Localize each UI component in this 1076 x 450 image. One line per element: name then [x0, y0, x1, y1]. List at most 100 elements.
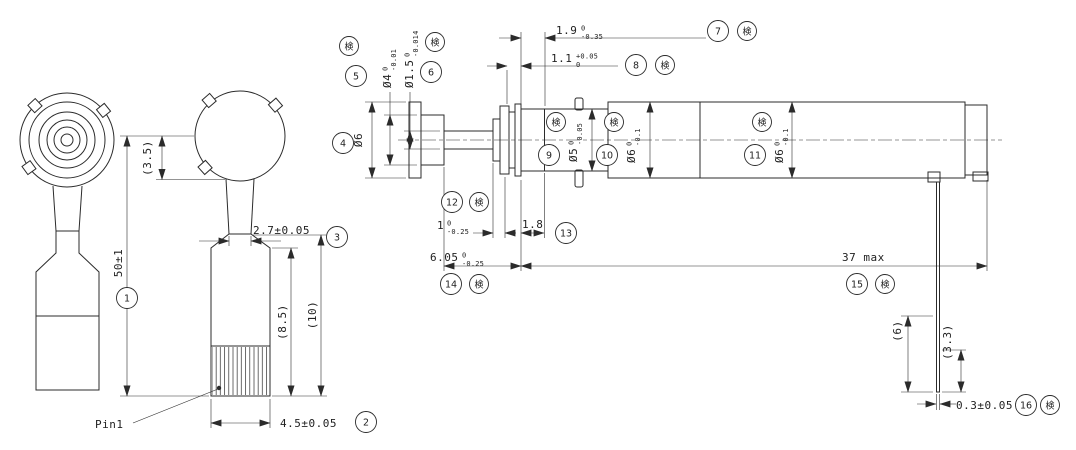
dim-dia6-a: Ø6 0 -0.1: [625, 128, 642, 163]
dim-1: 1 0 -0.25: [437, 219, 469, 236]
dimension-lines-middle: (3.5) 50±1 2.7±0.05 (8.5) (10) 4.5±0.05 …: [95, 135, 337, 431]
ref-3_3: (3.3): [941, 324, 954, 360]
assembly-view: [408, 97, 989, 393]
balloon-16: 16: [1015, 394, 1037, 416]
terminal-bracket: [927, 171, 941, 183]
svg-text:14: 14: [445, 280, 457, 291]
dim-dia1_5: Ø1.5 0 -0.014: [403, 31, 420, 89]
dim-1_1: 1.1 +0.05 0: [551, 52, 598, 69]
lock-tab: [197, 159, 213, 176]
ref-6: (6): [891, 320, 904, 341]
ref-10: (10): [306, 301, 319, 330]
dim-dia6-body: Ø6: [352, 133, 365, 147]
lock-tab: [95, 102, 112, 119]
svg-text:1.1: 1.1: [551, 52, 572, 65]
svg-text:検: 検: [757, 117, 766, 129]
svg-text:Ø6: Ø6: [625, 149, 638, 163]
svg-text:0: 0: [447, 220, 451, 228]
ref-3_5: (3.5): [141, 140, 154, 176]
svg-text:0: 0: [581, 25, 585, 33]
dim-dia4: Ø4 0 -0.01: [381, 49, 398, 88]
svg-text:検: 検: [742, 26, 751, 38]
svg-text:1.9: 1.9: [556, 24, 577, 37]
svg-text:0: 0: [568, 141, 576, 145]
svg-text:Ø6: Ø6: [773, 149, 786, 163]
lock-tab: [201, 92, 217, 109]
svg-text:13: 13: [560, 229, 572, 240]
inspection-balloon-9: 検: [546, 112, 566, 132]
dim-1_9: 1.9 0 -0.35: [556, 24, 603, 41]
balloon-1: 1: [116, 287, 138, 309]
front-view: [19, 92, 115, 391]
pin1-label: Pin1: [95, 418, 124, 431]
inspection-balloon-7: 検: [737, 21, 757, 41]
svg-text:0: 0: [626, 142, 634, 146]
svg-text:6: 6: [428, 68, 434, 79]
balloon-5: 5: [345, 65, 367, 87]
dim-1_8: 1.8: [522, 218, 543, 231]
svg-text:1: 1: [437, 219, 444, 232]
svg-text:Ø4: Ø4: [381, 74, 394, 88]
inspection-balloon-16: 検: [1040, 395, 1060, 415]
svg-text:検: 検: [474, 279, 483, 291]
balloon-2: 2: [355, 411, 377, 433]
svg-text:-0.05: -0.05: [576, 123, 584, 145]
svg-text:検: 検: [1045, 400, 1054, 412]
svg-text:検: 検: [880, 279, 889, 291]
svg-text:8: 8: [633, 61, 639, 72]
inspection-balloon-10: 検: [604, 112, 624, 132]
svg-text:検: 検: [474, 197, 483, 209]
svg-text:0: 0: [774, 142, 782, 146]
lock-tab: [267, 97, 284, 113]
svg-text:-0.1: -0.1: [634, 128, 642, 146]
side-pin-bottom: [574, 169, 584, 188]
svg-text:検: 検: [609, 117, 618, 129]
svg-text:0: 0: [462, 252, 466, 260]
inspection-balloon-11: 検: [752, 112, 772, 132]
balloon-14: 14: [440, 273, 462, 295]
balloons: 1 2 3 4 5 検 6 検 7 検 8 検 9 検 10 検 11 検 12…: [116, 20, 1060, 433]
terminal-pin: [936, 181, 940, 393]
inspection-balloon-6: 検: [425, 32, 445, 52]
svg-text:12: 12: [446, 198, 458, 209]
lock-tab: [27, 97, 43, 114]
balloon-10: 10: [596, 144, 618, 166]
pin-contact-hatch: [212, 347, 269, 395]
svg-text:4: 4: [340, 139, 346, 150]
dim-2_7: 2.7±0.05: [253, 224, 310, 237]
balloon-8: 8: [625, 54, 647, 76]
balloon-11: 11: [744, 144, 766, 166]
dim-4_5: 4.5±0.05: [280, 417, 337, 430]
svg-text:6.05: 6.05: [430, 251, 459, 264]
dim-37max: 37 max: [842, 251, 885, 264]
inspection-balloon-5: 検: [339, 36, 359, 56]
dim-6_05: 6.05 0 -0.25: [430, 251, 484, 268]
svg-text:2: 2: [363, 418, 369, 429]
svg-text:1: 1: [124, 294, 130, 305]
balloon-7: 7: [707, 20, 729, 42]
svg-text:検: 検: [660, 60, 669, 72]
leader-dot: [216, 385, 222, 391]
svg-text:-0.1: -0.1: [782, 128, 790, 146]
svg-text:11: 11: [749, 151, 761, 162]
side-view: [194, 90, 286, 397]
svg-text:検: 検: [551, 117, 560, 129]
svg-text:-0.01: -0.01: [390, 49, 398, 71]
inspection-balloon-8: 検: [655, 55, 675, 75]
dim-50: 50±1: [112, 249, 125, 278]
balloon-9: 9: [538, 144, 560, 166]
balloon-13: 13: [555, 222, 577, 244]
dim-0_3: 0.3±0.05: [956, 399, 1013, 412]
svg-text:10: 10: [601, 151, 613, 162]
svg-text:-0.25: -0.25: [462, 260, 484, 268]
ref-8_5: (8.5): [276, 304, 289, 340]
svg-text:検: 検: [344, 41, 353, 53]
svg-text:15: 15: [851, 280, 863, 291]
dimension-lines-right: Ø6 Ø4 0 -0.01 Ø1.5 0 -0.014 1.9 0 -0.35: [352, 24, 1013, 412]
side-pin-top: [574, 97, 584, 111]
inspection-balloon-15: 検: [875, 274, 895, 294]
dim-dia6-b: Ø6 0 -0.1: [773, 128, 790, 163]
svg-text:Ø1.5: Ø1.5: [403, 60, 416, 89]
